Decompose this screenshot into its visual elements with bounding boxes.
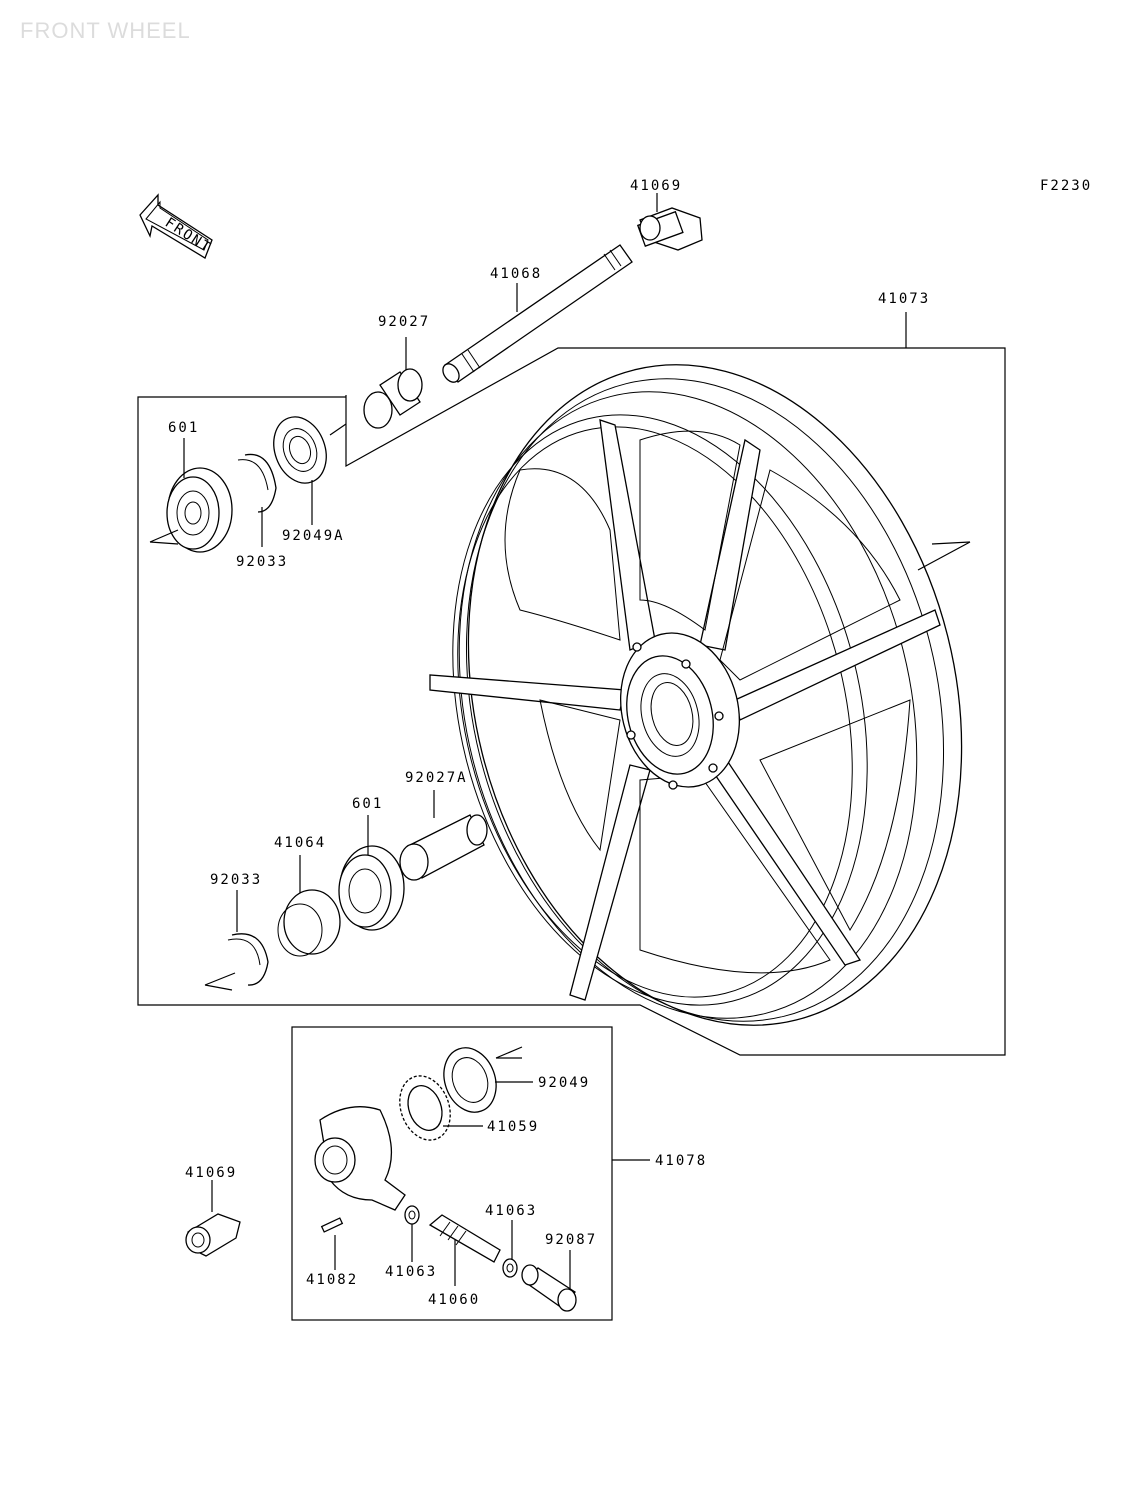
label-bearing-left: 601 <box>168 420 199 436</box>
washer-a <box>502 1258 518 1278</box>
bearing-right <box>338 845 405 931</box>
front-direction-arrow-icon: FRONT <box>139 193 214 259</box>
wheel-rim <box>429 364 963 1026</box>
circlip-left <box>237 453 277 513</box>
label-axle-collar-right: 41069 <box>630 178 682 194</box>
label-bushing: 92087 <box>545 1232 597 1248</box>
label-pin: 41082 <box>306 1272 358 1288</box>
bushing <box>521 1264 577 1312</box>
speedometer-gear <box>399 1075 451 1141</box>
label-gear: 41059 <box>487 1119 539 1135</box>
label-spacer: 92027A <box>405 770 468 786</box>
label-axle-nut: 41069 <box>185 1165 237 1181</box>
oil-seal-left <box>273 416 327 484</box>
axle-collar-right <box>636 207 703 251</box>
label-circlip-left: 92033 <box>236 554 288 570</box>
label-circlip-right: 92033 <box>210 872 262 888</box>
circlip-right <box>227 933 269 986</box>
label-washer-b: 41063 <box>385 1264 437 1280</box>
label-coupling: 41064 <box>274 835 326 851</box>
axle-nut <box>185 1213 241 1257</box>
gear-housing <box>314 1106 406 1211</box>
label-bearing-right: 601 <box>352 796 383 812</box>
collar <box>363 368 423 429</box>
label-gear-seal: 92049 <box>538 1075 590 1091</box>
label-axle: 41068 <box>490 266 542 282</box>
coupling <box>277 889 341 957</box>
label-wheel: 41073 <box>878 291 930 307</box>
washer-b <box>404 1205 420 1225</box>
pin <box>320 1217 344 1233</box>
spacer <box>399 814 488 881</box>
label-seal-left: 92049A <box>282 528 345 544</box>
page-title: FRONT WHEEL <box>20 18 191 43</box>
pinion <box>428 1214 501 1263</box>
wheel-assembly-outline <box>137 347 1006 1056</box>
label-gear-housing-assy: 41078 <box>655 1153 707 1169</box>
label-pinion: 41060 <box>428 1292 480 1308</box>
gear-seal <box>443 1047 497 1113</box>
gear-housing-box <box>291 1026 613 1321</box>
axle <box>442 244 633 383</box>
figure-code: F2230 <box>1040 178 1092 194</box>
label-collar: 92027 <box>378 314 430 330</box>
label-washer-a: 41063 <box>485 1203 537 1219</box>
bearing-left <box>166 467 233 553</box>
